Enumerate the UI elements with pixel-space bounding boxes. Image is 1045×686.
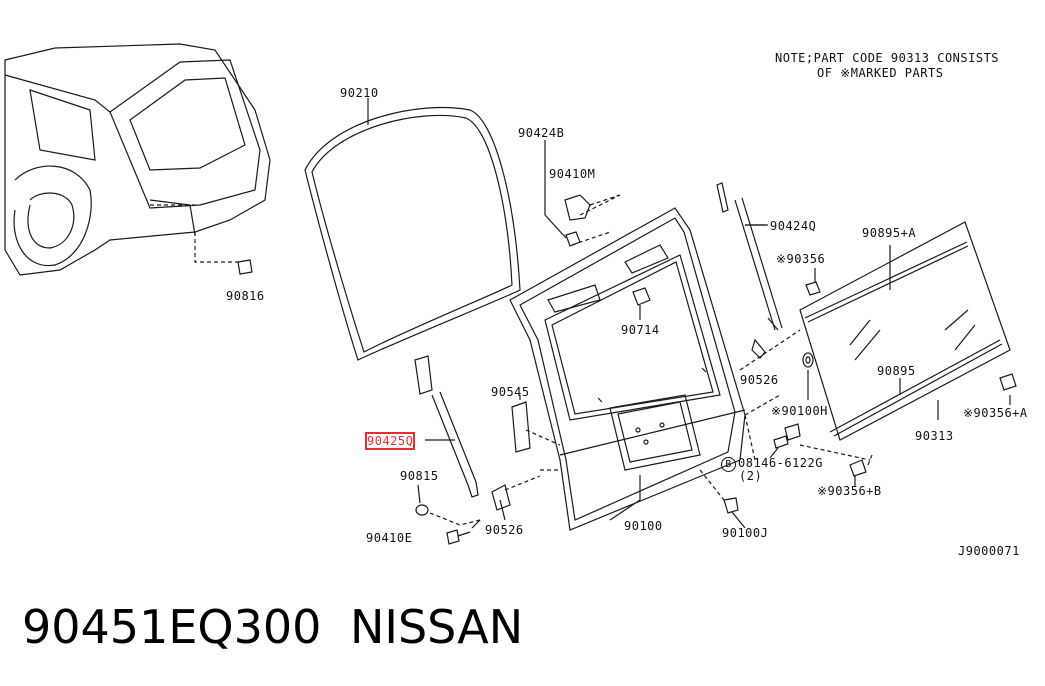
label-90356A: ※90356+A [963,406,1028,420]
part-90356A-spacer [999,373,1017,405]
label-90100: 90100 [624,519,663,533]
label-90714: 90714 [621,323,660,337]
label-90895A: 90895+A [862,226,917,240]
part-90100-back-door [509,207,746,531]
label-90424B: 90424B [518,126,565,140]
part-90815-bushing [415,484,429,516]
note-line-2: OF ※MARKED PARTS [817,66,944,80]
part-90816-shape [237,259,253,275]
label-90210: 90210 [340,86,379,100]
label-90100J: 90100J [722,526,769,540]
label-90356B: ※90356+B [817,484,882,498]
part-90356B-spacer [849,459,867,486]
label-90526-bottom: 90526 [485,523,524,537]
part-90424Q-strut [716,182,783,359]
part-90526-bottom-hinge [491,484,511,521]
part-90410M-latch [544,140,621,247]
part-90545-pad [511,401,531,453]
part-90410E-bolt [446,529,471,545]
label-90424Q: 90424Q [770,219,817,233]
part-90313-glass [799,221,1011,441]
part-90425Q-strut [414,355,479,498]
brand-caption: NISSAN [350,600,524,654]
part-90100J-clip [723,497,739,514]
part-90714-shape [632,287,651,306]
part-90356-spacer [805,268,821,296]
label-90526-top: 90526 [740,373,779,387]
vehicle-outline [4,43,271,276]
part-number-caption: 90451EQ300 [22,600,322,654]
note-line-1: NOTE;PART CODE 90313 CONSISTS [775,51,1000,65]
label-90816: 90816 [226,289,265,303]
label-90815: 90815 [400,469,439,483]
label-90410E: 90410E [366,531,413,545]
diagram-note: NOTE;PART CODE 90313 CONSISTS OF ※MARKED… [775,51,999,81]
part-90100H-grommet [802,352,814,400]
label-90545: 90545 [491,385,530,399]
label-08146-qty: (2) [739,469,763,483]
label-90313: 90313 [915,429,954,443]
part-08146-bolt [773,423,801,449]
label-08146-code: 08146-6122G [738,456,823,470]
label-90895: 90895 [877,364,916,378]
label-90410M: 90410M [549,167,596,181]
diagram-code: J9000071 [958,544,1020,558]
part-90210-seal [304,98,521,361]
circled-b-marker: B [721,457,736,472]
label-90356: ※90356 [776,252,826,266]
label-90100H: ※90100H [771,404,828,418]
label-90425Q[interactable]: 90425Q [364,432,416,450]
